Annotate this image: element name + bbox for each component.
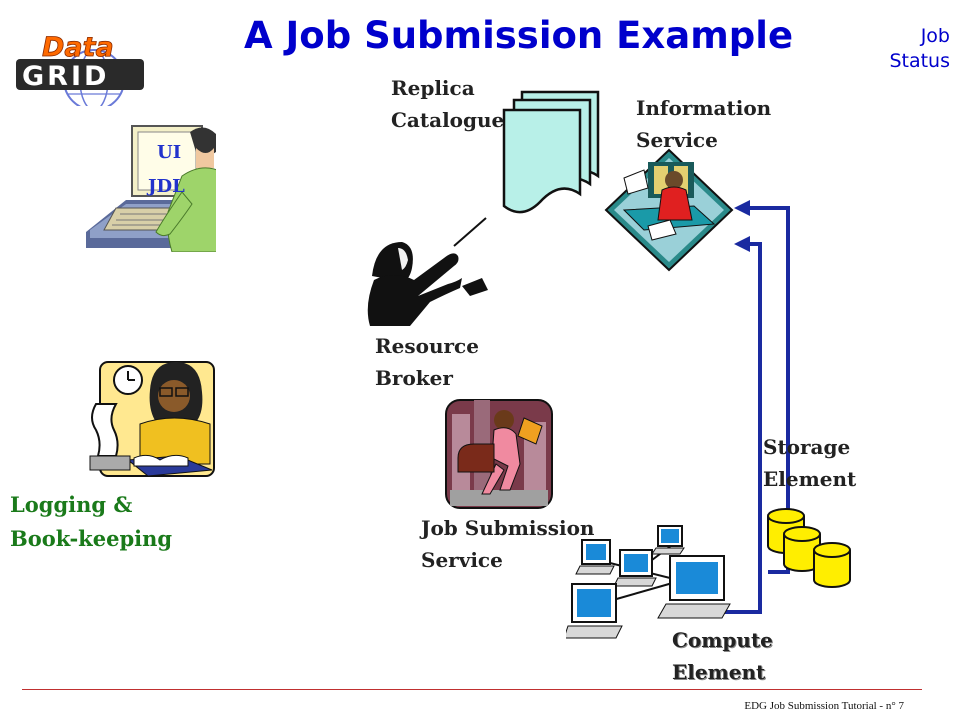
logging-bookkeeping-illustration — [88, 360, 216, 478]
logging-bookkeeping-label: Logging & Book-keeping — [10, 492, 173, 551]
storage-element-label: Storage Element — [763, 435, 857, 491]
page-title: A Job Submission Example — [244, 14, 794, 57]
ui-label: UI — [157, 142, 182, 163]
information-service-illustration — [604, 148, 734, 272]
replica-catalogue-label: Replica Catalogue — [391, 76, 505, 132]
user-at-computer-illustration — [86, 112, 223, 253]
replica-catalogue-icon — [500, 88, 604, 218]
information-service-label: Information Service — [636, 96, 772, 152]
footer-text: EDG Job Submission Tutorial - n° 7 — [744, 700, 904, 712]
footer-divider — [22, 689, 922, 690]
storage-element-icon — [764, 506, 856, 590]
datagrid-logo: Data GRID — [14, 28, 146, 111]
resource-broker-label: Resource Broker — [375, 334, 479, 390]
logo-bottom-text: GRID — [22, 61, 109, 92]
logo-top-text: Data — [42, 32, 114, 63]
compute-element-label: Compute Element — [672, 628, 773, 684]
job-submission-service-label: Job Submission Service — [421, 516, 595, 572]
jdl-label: JDL — [148, 176, 185, 197]
job-status-label: Job Status — [889, 25, 950, 72]
status-flow-arrows — [712, 198, 792, 618]
compute-element-icon — [563, 522, 738, 648]
job-submission-service-illustration — [444, 398, 554, 510]
resource-broker-illustration — [362, 216, 492, 340]
